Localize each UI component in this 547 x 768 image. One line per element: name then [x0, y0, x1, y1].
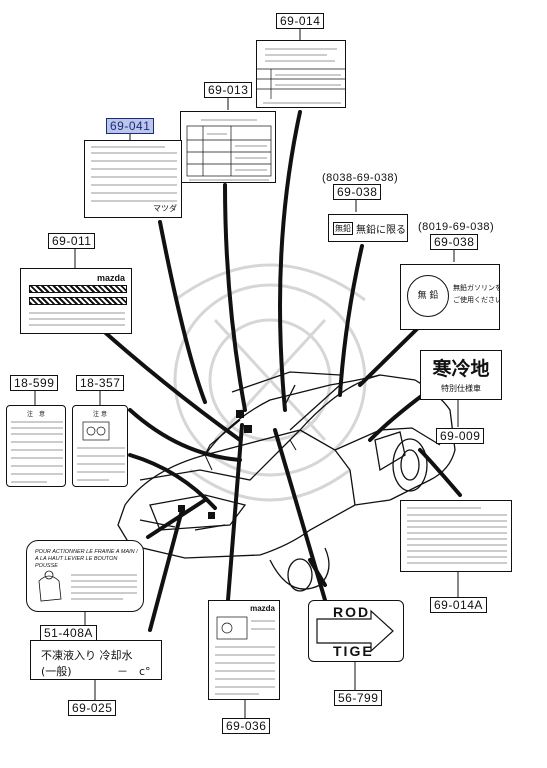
sticker-69-013: [180, 111, 276, 183]
sticker-69-041-grid: [91, 146, 177, 202]
sticker-18-599-title: 注 意: [26, 411, 45, 418]
sticker-69-036-lines: [215, 616, 275, 695]
sticker-69-038-b-line1: 無鉛ガソリンを: [453, 284, 500, 292]
sticker-69-009-sub: 特別仕様車: [441, 384, 481, 393]
sticker-69-011-stripe-1: [29, 285, 127, 293]
part-code-8038-69-038: (8038-69-038): [322, 172, 399, 184]
part-label-69-011[interactable]: 69-011: [48, 233, 96, 249]
sticker-56-799-arrow: [316, 609, 394, 653]
part-label-69-041[interactable]: 69-041: [106, 118, 155, 134]
sticker-69-014a: [400, 500, 512, 572]
part-code-8019-69-038: (8019-69-038): [418, 221, 495, 233]
sticker-69-011-stripe-2: [29, 297, 127, 305]
sticker-69-025: 不凍液入り 冷却水 (一般) － c°: [30, 640, 162, 680]
sticker-56-799: ROD TIGE: [308, 600, 404, 662]
part-label-18-357[interactable]: 18-357: [76, 375, 125, 391]
part-label-18-599[interactable]: 18-599: [10, 375, 59, 391]
sticker-69-038-b: 無 鉛 無鉛ガソリンを ご使用ください。: [400, 264, 500, 330]
sticker-69-038-a-box: 無鉛: [333, 222, 353, 235]
sticker-69-025-line2-right: － c°: [117, 665, 151, 678]
sticker-56-799-bottom: TIGE: [333, 643, 374, 659]
sticker-69-014: [256, 40, 346, 108]
sticker-69-038-a: 無鉛 無鉛に限る: [328, 214, 408, 242]
sticker-69-013-grid: [186, 119, 272, 181]
sticker-69-038-b-line2: ご使用ください。: [453, 296, 499, 304]
sticker-69-011-brand: mazda: [96, 273, 125, 283]
sticker-69-025-line1: 不凍液入り 冷却水: [41, 649, 133, 662]
sticker-69-041: マツダ: [84, 140, 182, 218]
part-label-69-038-b[interactable]: 69-038: [430, 234, 479, 250]
sticker-69-038-b-circle: 無 鉛: [407, 275, 449, 317]
part-label-69-038-a[interactable]: 69-038: [333, 184, 382, 200]
sticker-69-036-brand: mazda: [250, 604, 275, 613]
sticker-69-038-a-text: 無鉛に限る: [356, 225, 406, 236]
sticker-18-357: 注 意: [72, 405, 128, 487]
part-label-69-014a[interactable]: 69-014A: [430, 597, 487, 613]
sticker-56-799-top: ROD: [333, 604, 371, 620]
part-label-69-009[interactable]: 69-009: [436, 428, 485, 444]
sticker-69-014a-lines: [407, 507, 507, 564]
sticker-69-014-grid: [257, 48, 345, 104]
sticker-69-011: mazda: [20, 268, 132, 334]
part-label-69-014[interactable]: 69-014: [276, 13, 325, 29]
part-label-69-025[interactable]: 69-025: [68, 700, 117, 716]
sticker-69-009-main: 寒冷地: [432, 358, 490, 380]
sticker-69-041-brand: マツダ: [153, 204, 177, 213]
sticker-69-009: 寒冷地 特別仕様車: [420, 350, 502, 400]
sticker-51-408a: POUR ACTIONNER LE FRAINE A MAIN / A LA H…: [26, 540, 144, 612]
sticker-18-357-title: 注 意: [93, 411, 107, 418]
sticker-51-408a-text: POUR ACTIONNER LE FRAINE A MAIN / A LA H…: [35, 549, 138, 569]
sticker-markers: [178, 410, 252, 519]
part-label-51-408a[interactable]: 51-408A: [40, 625, 97, 641]
sticker-69-011-lines: [29, 312, 125, 326]
sticker-18-599-lines: [11, 421, 63, 483]
part-label-69-013[interactable]: 69-013: [204, 82, 253, 98]
car-body-outline: [117, 371, 456, 592]
leader-lines: [98, 110, 462, 632]
part-label-69-036[interactable]: 69-036: [222, 718, 271, 734]
watermark-emblem: [173, 263, 367, 502]
sticker-69-036: mazda: [208, 600, 280, 700]
sticker-51-408a-art: [38, 570, 137, 602]
sticker-18-357-lines: [77, 421, 125, 481]
part-label-56-799[interactable]: 56-799: [334, 690, 383, 706]
sticker-69-025-line2-left: (一般): [41, 665, 72, 678]
sticker-18-599: 注 意: [6, 405, 66, 487]
